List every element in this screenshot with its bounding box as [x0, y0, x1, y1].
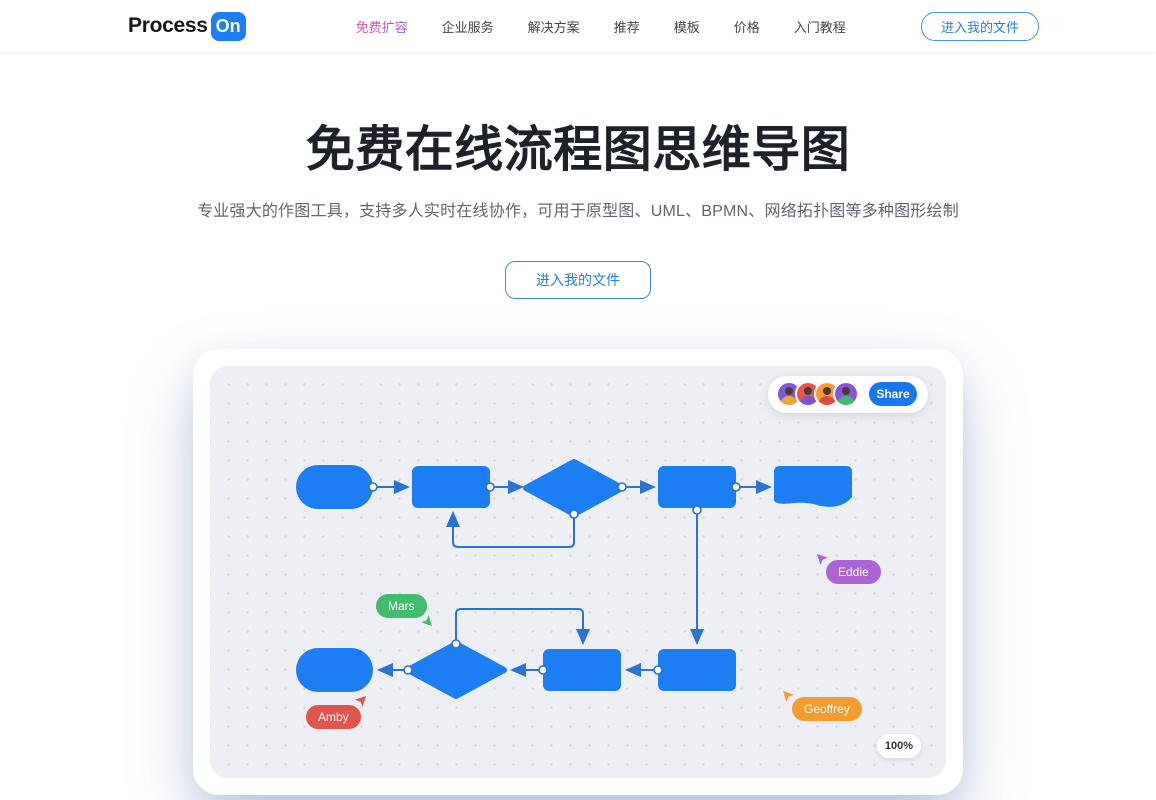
- connection-points: [368, 482, 741, 675]
- connection-point: [485, 482, 495, 492]
- collaborator-name-tag: Geoffrey: [792, 696, 862, 721]
- cursor-icon: [354, 695, 366, 707]
- nav-item-pricing[interactable]: 价格: [733, 19, 760, 35]
- collaborator-name-tag: Eddie: [826, 559, 881, 584]
- nav-item-free-upgrade[interactable]: 免费扩容: [356, 17, 408, 36]
- avatar-body-icon: [837, 396, 855, 406]
- start-terminator-node[interactable]: [296, 464, 373, 509]
- top-nav: Process On 免费扩容 企业服务 解决方案 推荐 模板 价格 入门教程 …: [0, 0, 1156, 52]
- avatar-body-icon: [818, 396, 836, 406]
- editor-demo-card: Share Eddie Mars Amby Geoffrey: [193, 348, 963, 795]
- cursor-icon: [783, 690, 794, 702]
- collaborator-eddie: Eddie: [816, 553, 881, 584]
- nav-item-solutions[interactable]: 解决方案: [527, 19, 580, 35]
- collaborator-amby: Amby: [306, 695, 366, 729]
- connection-point: [538, 665, 548, 675]
- hero-section: 免费在线流程图思维导图 专业强大的作图工具，支持多人实时在线协作，可用于原型图、…: [0, 122, 1156, 299]
- nav-item-recommend[interactable]: 推荐: [613, 19, 640, 35]
- avatar-head-icon: [785, 387, 793, 396]
- collaborator-name-tag: Amby: [306, 704, 361, 729]
- nav-item-tutorial[interactable]: 入门教程: [793, 19, 846, 35]
- connection-point: [569, 509, 579, 519]
- connection-point: [653, 665, 663, 675]
- connection-point: [617, 482, 627, 492]
- decision-node-2[interactable]: [405, 640, 507, 699]
- collaborator-mars: Mars: [376, 593, 432, 626]
- page-title: 免费在线流程图思维导图: [305, 123, 851, 177]
- connection-point: [692, 505, 702, 515]
- document-node[interactable]: [774, 465, 852, 507]
- shapes: [296, 458, 852, 699]
- connection-point: [731, 482, 741, 492]
- nav-item-enterprise[interactable]: 企业服务: [441, 19, 494, 35]
- connection-point: [368, 482, 378, 492]
- my-files-button-hero[interactable]: 进入我的文件: [505, 260, 651, 299]
- my-files-button-header[interactable]: 进入我的文件: [920, 11, 1039, 41]
- zoom-level-badge[interactable]: 100%: [877, 733, 921, 758]
- main-nav: 免费扩容 企业服务 解决方案 推荐 模板 价格 入门教程: [356, 17, 846, 36]
- avatar-group: [776, 381, 859, 408]
- connection-point: [403, 665, 413, 675]
- connection-point: [451, 639, 461, 649]
- process-node-1[interactable]: [412, 465, 490, 508]
- collaborator-toolbar: Share: [768, 375, 928, 413]
- decision-node-1[interactable]: [523, 458, 625, 517]
- avatar[interactable]: [833, 381, 859, 408]
- process-node-4[interactable]: [658, 648, 736, 691]
- end-terminator-node[interactable]: [296, 647, 373, 692]
- avatar-body-icon: [799, 396, 817, 406]
- avatar-head-icon: [842, 387, 850, 396]
- cursor-icon: [817, 553, 828, 565]
- share-button[interactable]: Share: [869, 382, 917, 407]
- page-subtitle: 专业强大的作图工具，支持多人实时在线协作，可用于原型图、UML、BPMN、网络拓…: [197, 202, 959, 220]
- flowchart-canvas: Share Eddie Mars Amby Geoffrey: [210, 365, 946, 778]
- connectors: [373, 479, 772, 677]
- collaborator-geoffrey: Geoffrey: [782, 690, 862, 721]
- avatar-body-icon: [780, 396, 798, 406]
- nav-item-templates[interactable]: 模板: [673, 19, 700, 35]
- avatar-head-icon: [804, 387, 812, 396]
- process-node-3[interactable]: [543, 648, 621, 691]
- process-node-2[interactable]: [658, 465, 736, 508]
- flowchart-svg: [296, 458, 852, 699]
- cursor-icon: [420, 614, 432, 626]
- processon-logo[interactable]: Process On: [128, 11, 246, 41]
- connector-loopback: [446, 510, 575, 548]
- logo-text: Process: [128, 14, 208, 37]
- logo-badge-icon: On: [210, 11, 246, 41]
- collaborator-name-tag: Mars: [376, 593, 427, 618]
- avatar-head-icon: [823, 387, 831, 396]
- connector-decision2-to-p3: [455, 607, 590, 645]
